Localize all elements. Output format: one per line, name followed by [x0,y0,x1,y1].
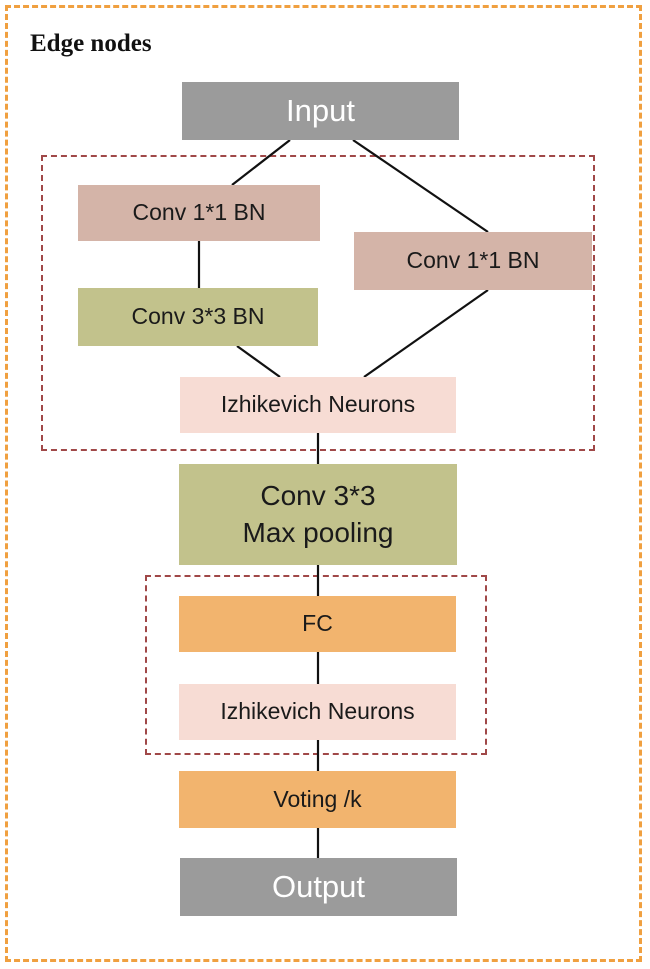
conv-1x1-bn-right-node: Conv 1*1 BN [354,232,592,290]
output-node: Output [180,858,457,916]
conv-1x1-bn-left-node: Conv 1*1 BN [78,185,320,241]
voting-node: Voting /k [179,771,456,828]
fc-block-group [145,575,487,755]
izhikevich-neurons-bottom-node: Izhikevich Neurons [179,684,456,740]
input-node: Input [182,82,459,140]
izhikevich-neurons-top-node: Izhikevich Neurons [180,377,456,433]
fc-node: FC [179,596,456,652]
conv-3x3-bn-node: Conv 3*3 BN [78,288,318,346]
edge-nodes-frame [5,5,642,962]
diagram-title: Edge nodes [30,30,152,57]
conv-3x3-max-pooling-node: Conv 3*3 Max pooling [179,464,457,565]
